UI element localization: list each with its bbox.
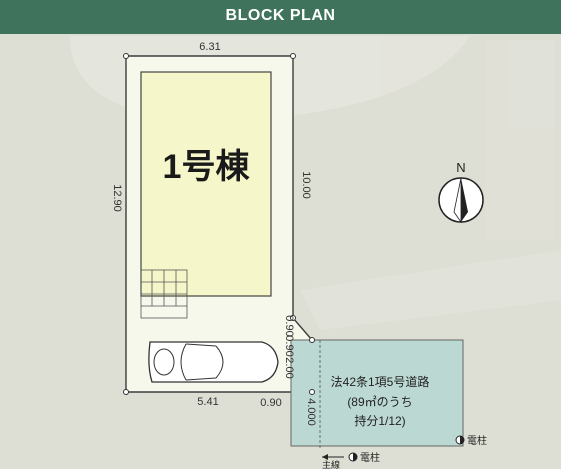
road-label-line1: 法42条1項5号道路 [331,374,430,389]
road-area [290,339,464,447]
pole-bottom-icon [348,452,358,462]
car-icon [148,341,279,383]
pole-right-icon [455,435,465,445]
compass-icon [438,177,484,224]
building-footprint [140,71,272,297]
dim-corner-upper: 0.90 [283,315,295,336]
survey-points [123,53,315,395]
dim-right: 10.00 [300,171,312,199]
page-title: BLOCK PLAN [225,7,336,24]
trunk-arrow-icon [322,454,344,460]
pole-bottom-label: 電柱 [360,451,380,464]
plot-label: 1号棟 [163,148,251,186]
dim-road-depth: 4.000 [305,398,317,426]
dim-top: 6.31 [199,41,220,53]
compass-north-label: N [456,160,465,175]
road-label-line2: (89㎡のうち [347,395,412,409]
pole-right-label: 電柱 [467,434,487,447]
dim-road-offset: 2.00 [283,357,295,378]
trunk-label: 主線 [322,459,340,469]
header-bar: BLOCK PLAN [0,0,561,34]
road-label-line3: 持分1/12) [354,413,405,428]
dim-bottom-right: 0.90 [260,397,281,409]
dim-left: 12.90 [111,184,123,212]
dim-bottom: 5.41 [197,396,218,408]
stair-grid [140,269,188,319]
dim-corner-lower: 0.90 [283,335,295,356]
